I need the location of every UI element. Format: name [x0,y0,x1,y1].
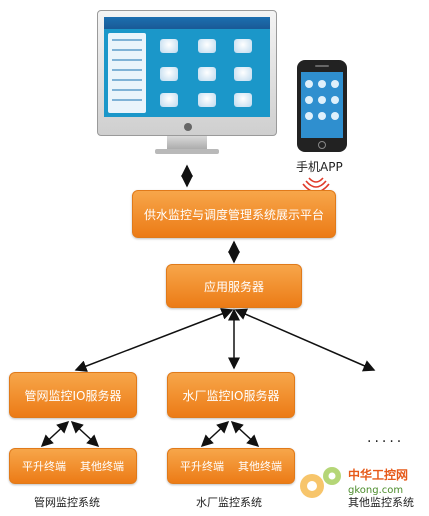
pipe-terminals-box: 平升终端 其他终端 [9,448,137,484]
pipe-io-server-label: 管网监控IO服务器 [24,388,122,403]
watermark-domain: gkong.com [348,485,404,496]
pipe-terminal-1-label: 平升终端 [22,460,66,473]
watermark-title: 中华工控网 [348,468,409,482]
other-system-caption: 其他监控系统 [348,496,414,509]
arrow-pipe-terminal-1 [40,420,70,448]
platform-box: 供水监控与调度管理系统展示平台 [132,190,336,238]
pipe-io-server-box: 管网监控IO服务器 [9,372,137,418]
gkong-watermark: 中华工控网 gkong.com [296,460,421,510]
water-terminal-2-label: 其他终端 [238,460,282,473]
arrow-water-terminal-1 [200,420,230,448]
arrow-appserver-pipe [74,308,234,372]
mobile-phone-icon [297,60,347,152]
water-system-caption: 水厂监控系统 [196,496,262,509]
monitor-screen [104,17,270,117]
arrow-water-terminal-2 [230,420,260,448]
arrow-appserver-other [234,308,376,372]
arrow-pipe-terminal-2 [70,420,100,448]
water-terminals-box: 平升终端 其他终端 [167,448,295,484]
app-server-label: 应用服务器 [203,279,264,294]
pipe-system-caption: 管网监控系统 [34,496,100,509]
more-systems-ellipsis: ..... [367,430,405,446]
water-io-server-label: 水厂监控IO服务器 [182,388,280,403]
apple-logo-icon [184,123,192,131]
water-terminal-1-label: 平升终端 [180,460,224,473]
app-server-box: 应用服务器 [166,264,302,308]
gear-icon [300,467,341,498]
platform-label: 供水监控与调度管理系统展示平台 [143,207,324,222]
water-io-server-box: 水厂监控IO服务器 [167,372,295,418]
mobile-app-label: 手机APP [296,160,343,174]
pipe-terminal-2-label: 其他终端 [80,460,124,473]
desktop-monitor-icon [97,10,277,156]
